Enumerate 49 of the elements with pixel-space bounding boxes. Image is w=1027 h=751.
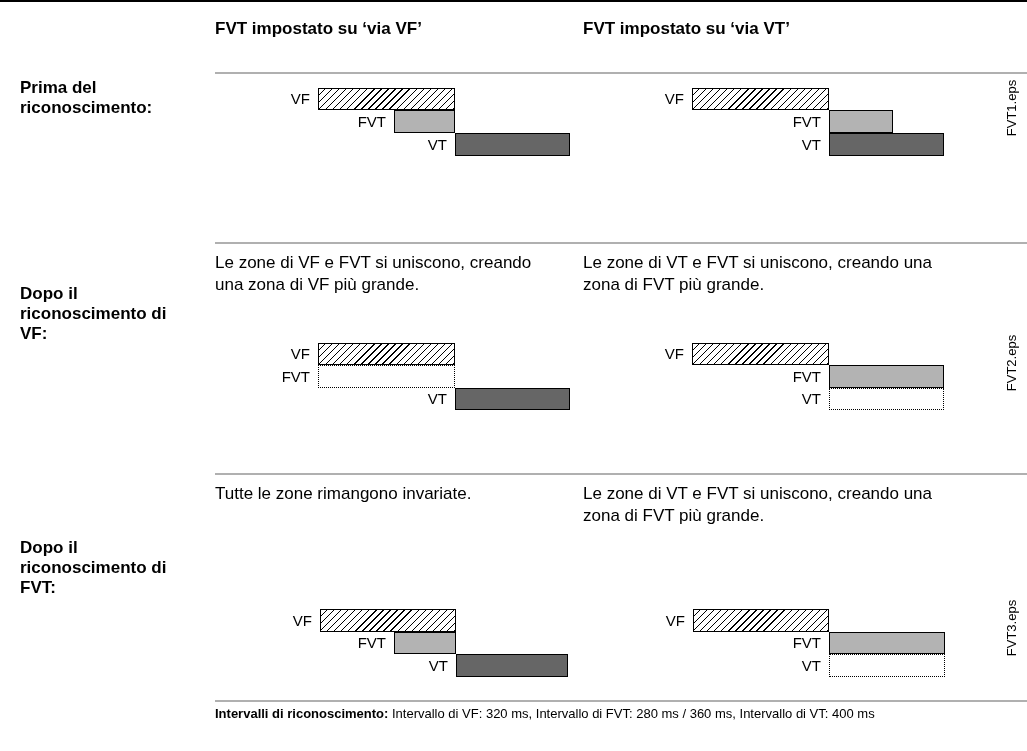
zone-bar	[318, 88, 455, 110]
row-heading: Dopo il riconoscimento di VF:	[20, 284, 168, 344]
zone-label: FVT	[357, 111, 386, 132]
file-name-label: FVT1.eps	[1005, 79, 1019, 137]
zone-bar	[829, 388, 944, 410]
zone-label: VF	[290, 344, 310, 364]
zone-label: VF	[665, 610, 685, 631]
zone-label: VF	[664, 89, 684, 109]
zone-label: FVT	[792, 366, 821, 387]
description-text: Le zone di VT e FVT si uniscono, creando una zona di FVT più grande.	[583, 483, 934, 527]
description-text: Le zone di VT e FVT si uniscono, creando una zona di FVT più grande.	[583, 252, 934, 296]
zone-bar	[320, 609, 456, 632]
file-name-label: FVT3.eps	[1005, 599, 1019, 657]
zone-label: FVT	[281, 366, 310, 387]
zone-label: VT	[428, 655, 448, 676]
zone-label: VT	[801, 134, 821, 155]
zone-label: VT	[801, 655, 821, 676]
zone-bar	[318, 365, 455, 388]
zone-bar	[829, 654, 945, 677]
zone-bar	[829, 133, 944, 156]
footnote-text: Intervalli di riconoscimento: Intervallo di VF: 320 ms, Intervallo di FVT: 280 ms / 360 ms, Intervallo di VT: 400 ms	[215, 705, 876, 723]
row-heading: Dopo il riconoscimento di FVT:	[20, 538, 168, 598]
zone-label: VF	[292, 610, 312, 631]
zone-label: VT	[801, 389, 821, 409]
zone-bar	[829, 632, 945, 654]
description-text: Le zone di VF e FVT si uniscono, creando una zona di VF più grande.	[215, 252, 533, 296]
zone-bar	[692, 88, 829, 110]
zone-bar	[394, 110, 455, 133]
description-text: Tutte le zone rimangono invariate.	[215, 483, 473, 505]
zone-bar	[318, 343, 455, 365]
zone-bar	[692, 343, 829, 365]
zone-label: FVT	[792, 633, 821, 653]
zone-bar	[456, 654, 568, 677]
zone-label: VF	[664, 344, 684, 364]
zone-bar	[693, 609, 829, 632]
zone-bar	[394, 632, 456, 654]
column-heading: FVT impostato su ‘via VT’	[583, 18, 791, 40]
zone-bar	[455, 133, 570, 156]
row-heading: Prima del riconoscimento:	[20, 78, 154, 118]
zone-label: VF	[290, 89, 310, 109]
file-name-label: FVT2.eps	[1005, 334, 1019, 392]
column-heading: FVT impostato su ‘via VF’	[215, 18, 423, 40]
zone-bar	[829, 110, 893, 133]
zone-bar	[455, 388, 570, 410]
zone-label: FVT	[357, 633, 386, 653]
zone-label: VT	[427, 134, 447, 155]
zone-label: FVT	[792, 111, 821, 132]
zone-bar	[829, 365, 944, 388]
zone-label: VT	[427, 389, 447, 409]
